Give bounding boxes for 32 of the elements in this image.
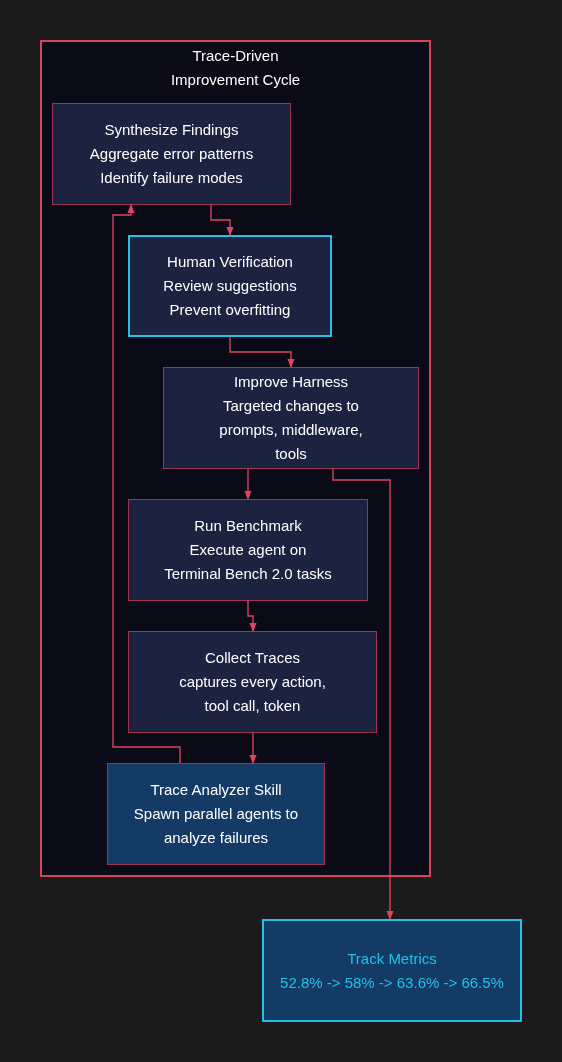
- node-text: 52.8% -> 58% -> 63.6% -> 66.5%: [280, 972, 504, 993]
- arrow: [210, 204, 234, 236]
- process-box: [128, 235, 332, 337]
- process-box: [52, 103, 291, 205]
- process-box: [128, 499, 368, 601]
- node-text: Targeted changes to prompts, middleware, tools: [218, 396, 364, 464]
- node-title: Trace Analyzer Skill: [149, 780, 283, 800]
- node-title: Human Verification: [166, 252, 294, 272]
- group-title: Trace-Driven Improvement Cycle: [169, 46, 302, 90]
- process-box: [107, 763, 325, 865]
- process-box: [163, 367, 419, 469]
- group-frame: [40, 40, 431, 877]
- arrow: [244, 468, 252, 500]
- node-title: Synthesize Findings: [103, 120, 240, 140]
- node-title: Run Benchmark: [193, 516, 303, 536]
- process-box: [262, 919, 522, 1022]
- arrow: [249, 732, 257, 764]
- node-text: Review suggestions: [162, 276, 298, 296]
- process-box: [128, 631, 377, 733]
- node-title: Collect Traces: [203, 648, 301, 668]
- node-text: Prevent overfitting: [168, 300, 292, 320]
- arrow: [247, 600, 257, 632]
- node-text: Execute agent on Terminal Bench 2.0 tasks: [163, 540, 333, 584]
- node-text: Identify failure modes: [99, 168, 244, 188]
- node-title: Improve Harness: [232, 372, 350, 392]
- node-title: Track Metrics: [347, 948, 437, 969]
- node-text: Spawn parallel agents to analyze failures: [132, 804, 300, 848]
- arrow: [112, 204, 181, 764]
- arrow: [332, 468, 394, 920]
- node-text: captures every action, tool call, token: [178, 672, 327, 716]
- node-text: Aggregate error patterns: [88, 144, 255, 164]
- arrow: [229, 336, 295, 368]
